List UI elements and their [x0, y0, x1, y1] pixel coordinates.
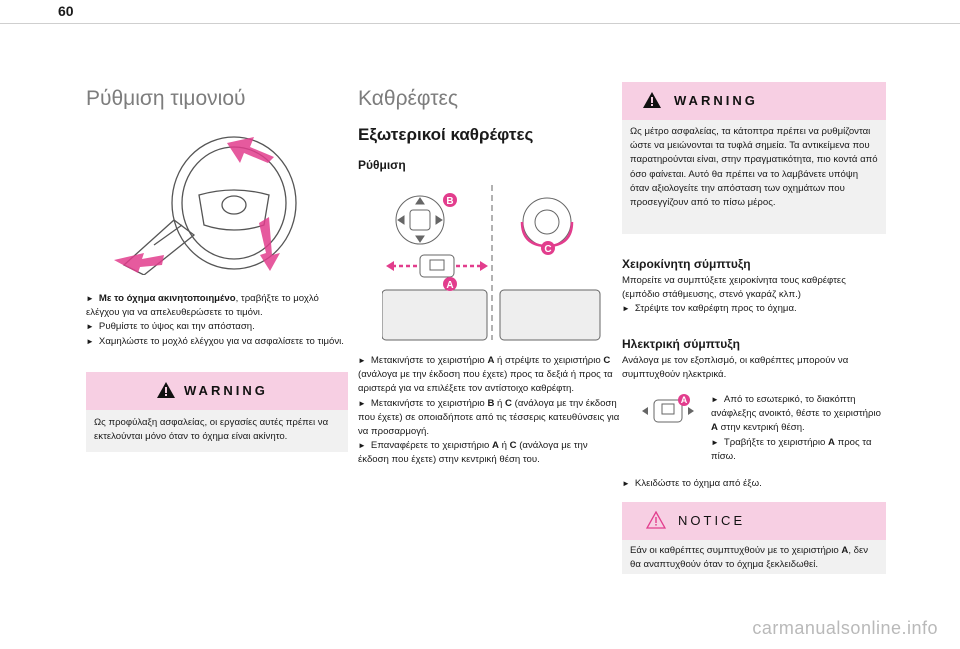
steering-wheel-illustration	[114, 136, 297, 275]
warning-header: WARNING	[622, 82, 886, 120]
label-a: A	[446, 280, 453, 291]
steering-instructions: ►Με το όχημα ακινητοποιημένο, τραβήξτε τ…	[86, 292, 348, 349]
adjustment-heading: Ρύθμιση	[358, 158, 406, 172]
header-rule	[0, 23, 960, 24]
label-b-badge	[443, 193, 457, 207]
notice-box: NOTICE Εάν οι καθρέπτες συμπτυχθούν με τ…	[622, 502, 886, 574]
footer-watermark: carmanualsonline.info	[752, 618, 938, 638]
notice-text: Εάν οι καθρέπτες συμπτυχθούν με το χειρι…	[630, 545, 869, 571]
steering-bullet-2: ►Ρυθμίστε το ύψος και την απόσταση.	[86, 321, 255, 333]
warning-title: WARNING	[674, 93, 758, 108]
steering-bullet-1: ►Με το όχημα ακινητοποιημένο, τραβήξτε τ…	[86, 293, 319, 319]
steering-warning-box: WARNING Ως προφύλαξη ασφαλείας, οι εργασ…	[86, 372, 348, 452]
warning-title: WARNING	[184, 383, 268, 398]
warning-header: WARNING	[86, 372, 348, 410]
mirror-steps: ►Μετακινήστε το χειριστήριο A ή στρέψτε …	[358, 354, 620, 468]
mirror-step-1: ►Μετακινήστε το χειριστήριο A ή στρέψτε …	[358, 355, 613, 395]
warning-text: Ως μέτρο ασφαλείας, τα κάτοπτρα πρέπει ν…	[630, 126, 878, 209]
electric-folding-steps: ►Από το εσωτερικό, το διακόπτη ανάφλεξης…	[711, 393, 886, 464]
mirror-step-3: ►Επαναφέρετε το χειριστήριο A ή C (ανάλο…	[358, 440, 588, 466]
electric-step-1: ►Από το εσωτερικό, το διακόπτη ανάφλεξης…	[711, 394, 881, 434]
mirror-warning-box: WARNING Ως μέτρο ασφαλείας, τα κάτοπτρα …	[622, 82, 886, 234]
warning-triangle-icon	[157, 382, 175, 398]
label-a-badge	[443, 277, 457, 291]
notice-title: NOTICE	[678, 513, 746, 528]
label-a: A	[681, 395, 688, 405]
label-a-badge	[678, 394, 690, 406]
label-b: B	[446, 196, 453, 207]
label-c-badge	[541, 241, 555, 255]
warning-triangle-icon	[643, 92, 661, 108]
mirror-step-2: ►Μετακινήστε το χειριστήριο B ή C (ανάλο…	[358, 397, 620, 438]
lock-bullet: ►Κλειδώστε το όχημα από έξω.	[622, 478, 762, 489]
notice-header: NOTICE	[622, 502, 886, 540]
mirrors-subtitle: Εξωτερικοί καθρέφτες	[358, 125, 534, 144]
electric-folding-heading: Ηλεκτρική σύμπτυξη	[622, 337, 740, 351]
steering-bullet-3: ►Χαμηλώστε το μοχλό ελέγχου για να ασφαλ…	[86, 335, 344, 347]
electric-step-2: ►Τραβήξτε το χειριστήριο A προς τα πίσω.	[711, 436, 872, 462]
mirrors-title: Καθρέφτες	[358, 87, 458, 110]
notice-triangle-icon	[646, 511, 666, 529]
fold-switch-illustration: A	[642, 394, 694, 423]
manual-folding-bullet: ►Στρέψτε τον καθρέφτη προς το όχημα.	[622, 303, 797, 315]
warning-text: Ως προφύλαξη ασφαλείας, οι εργασίες αυτέ…	[94, 417, 329, 443]
page-number: 60	[58, 3, 74, 19]
mirror-controls-illustration: B A C	[382, 185, 601, 341]
manual-folding-text: Μπορείτε να συμπτύξετε χειροκίνητα τους …	[622, 274, 886, 317]
steering-title: Ρύθμιση τιμονιού	[86, 87, 246, 110]
manual-folding-heading: Χειροκίνητη σύμπτυξη	[622, 257, 751, 271]
electric-folding-text: Ανάλογα με τον εξοπλισμό, οι καθρέπτες μ…	[622, 355, 849, 381]
label-c: C	[544, 244, 551, 255]
